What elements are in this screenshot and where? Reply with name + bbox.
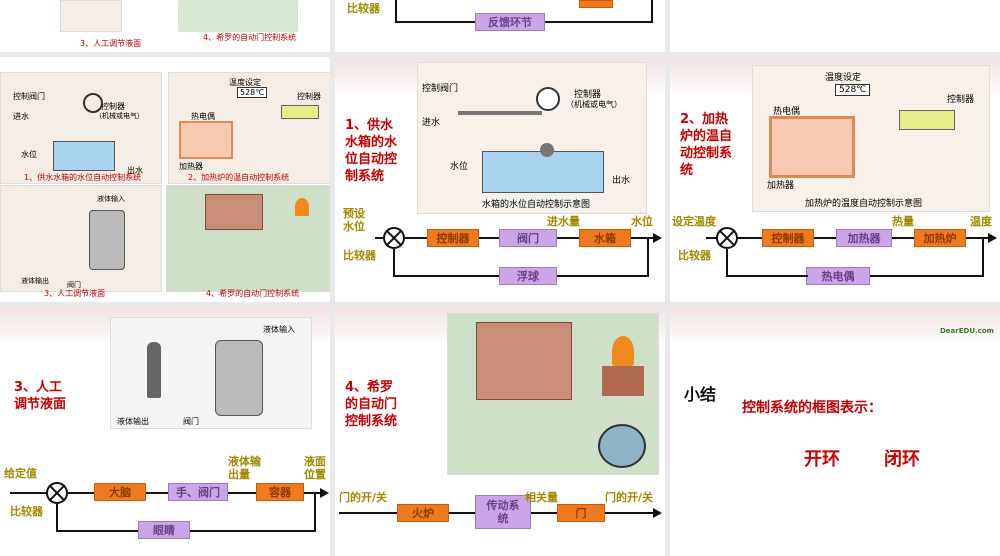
person-figure: [147, 342, 161, 398]
transmission-block: 传动系统: [475, 495, 531, 529]
tank-water: [53, 141, 115, 171]
temple: [205, 194, 263, 230]
slide-1-thumbnail[interactable]: 3、人工调节液面 4、希罗的自动门控制系统: [0, 0, 330, 52]
preset-label: 预设水位: [343, 207, 365, 233]
top-block-fragment: [579, 0, 613, 8]
controller-block: 控制器: [762, 229, 814, 247]
feedback-block: 反馈环节: [475, 13, 545, 31]
slide-1-caption-4: 4、希罗的自动门控制系统: [203, 33, 297, 42]
comparator-symbol: [716, 227, 738, 249]
thermocouple-block: 热电偶: [806, 267, 870, 285]
setpoint-label: 设定温度: [672, 215, 716, 228]
comparator-label: 比较器: [10, 505, 43, 518]
closed-loop-label: 闭环: [884, 449, 920, 470]
hand-valve-block: 手、阀门: [168, 483, 228, 501]
brain-block: 大脑: [94, 483, 146, 501]
float-feedback-block: 浮球: [499, 267, 557, 285]
heater-block: 加热器: [836, 229, 892, 247]
manual-level-picture: 液体输入 液体输出 阀门: [110, 317, 312, 429]
related-quantity-label: 相关量: [525, 491, 558, 504]
heron-picture: [166, 185, 330, 292]
container-block: 容器: [256, 483, 304, 501]
logo-icon: DearEDU.com: [940, 327, 994, 335]
output-label: 门的开/关: [605, 491, 654, 504]
slide-8-thumbnail[interactable]: 4、希罗的自动门控制系统 门的开/关 火炉 传动系统 相关量 门 门的开/关: [335, 307, 665, 556]
slide-5-title: 1、供水水箱的水位自动控制系统: [345, 118, 398, 184]
comparator-label: 比较器: [347, 2, 380, 15]
heron-door-picture: [447, 313, 659, 475]
heron-door-picture: [178, 0, 298, 32]
furnace-block: 火炉: [397, 504, 449, 522]
output-label: 液面位置: [304, 455, 326, 481]
comparator-symbol: [383, 227, 405, 249]
water-level-diagram-picture: 控制阀门 控制器 （机械或电气） 进水 水位 出水 水箱的水位自动控制示意图: [417, 62, 647, 214]
input-label: 门的开/关: [339, 491, 388, 504]
fire-icon: [612, 336, 634, 366]
flow-label: 液体输出量: [228, 455, 261, 481]
heat-label: 热量: [892, 215, 914, 228]
container: [215, 340, 263, 416]
inlet-pipe: [458, 111, 542, 115]
summary-subtitle: 控制系统的框图表示：: [742, 400, 882, 416]
tank-water: [482, 151, 604, 193]
controller-block: 控制器: [427, 229, 479, 247]
altar: [602, 366, 644, 396]
output-label: 温度: [970, 215, 992, 228]
open-loop-label: 开环: [804, 449, 840, 470]
caption-4: 4、希罗的自动门控制系统: [206, 289, 300, 298]
controller-box-icon: [281, 105, 319, 119]
slide-7-title: 3、人工调节液面: [14, 380, 67, 412]
controller-box-icon: [899, 110, 955, 130]
temple: [476, 322, 572, 400]
furnace-diagram-picture: 温度设定 528℃ 控制器 热电偶 加热器 加热炉的温度自动控制示意图: [752, 65, 990, 212]
setpoint-label: 给定值: [4, 467, 37, 480]
slide-4-thumbnail[interactable]: 控制阀门 进水 控制器 （机械或电气） 水位 出水 1、供水水箱的水位自动控制系…: [0, 57, 330, 302]
furnace-block: 加热炉: [914, 229, 966, 247]
manual-level-picture: [60, 0, 122, 32]
slide-2-thumbnail[interactable]: 比较器 反馈环节: [335, 0, 665, 52]
eyes-block: 眼睛: [138, 521, 190, 539]
comparator-symbol: [46, 482, 68, 504]
summary-heading: 小结: [684, 385, 717, 404]
furnace-box: [769, 116, 855, 178]
slide-9-thumbnail[interactable]: DearEDU.com 小结 控制系统的框图表示： 开环 闭环: [670, 307, 1000, 556]
slide-6-thumbnail[interactable]: 2、加热炉的温自动控制系统 温度设定 528℃ 控制器 热电偶 加热器 加热炉的…: [670, 57, 1000, 302]
gauge-icon: [536, 87, 560, 111]
valve-block: 阀门: [499, 229, 557, 247]
furnace-box: [179, 121, 233, 159]
gauge-icon: [83, 93, 103, 113]
fire-icon: [295, 198, 309, 216]
output-label: 水位: [631, 215, 653, 228]
caption-2: 2、加热炉的温自动控制系统: [188, 173, 290, 182]
slide-6-title: 2、加热炉的温自动控制系统: [680, 112, 733, 178]
comparator-label: 比较器: [678, 249, 711, 262]
furnace-picture: 温度设定 528℃ 控制器 热电偶 加热器: [168, 72, 330, 184]
caption-1: 1、供水水箱的水位自动控制系统: [24, 173, 142, 182]
container: [89, 210, 125, 270]
tank-block: 水箱: [579, 229, 631, 247]
float-ball: [540, 143, 554, 157]
slide-3-thumbnail[interactable]: [670, 0, 1000, 52]
water-vessel: [598, 424, 646, 468]
inflow-label: 进水量: [547, 215, 580, 228]
manual-picture: 液体输入 液体输出 阀门: [0, 185, 162, 292]
slide-8-title: 4、希罗的自动门控制系统: [345, 380, 398, 429]
caption-3: 3、人工调节液面: [44, 289, 106, 298]
slide-5-thumbnail[interactable]: 1、供水水箱的水位自动控制系统 控制阀门 控制器 （机械或电气） 进水 水位 出…: [335, 57, 665, 302]
slide-7-thumbnail[interactable]: 3、人工调节液面 液体输入 液体输出 阀门 给定值 比较器 大脑 手、阀门 液体…: [0, 307, 330, 556]
slide-1-caption-3: 3、人工调节液面: [80, 39, 142, 48]
comparator-label: 比较器: [343, 249, 376, 262]
water-tank-picture: 控制阀门 进水 控制器 （机械或电气） 水位 出水: [0, 72, 162, 184]
door-block: 门: [557, 504, 605, 522]
